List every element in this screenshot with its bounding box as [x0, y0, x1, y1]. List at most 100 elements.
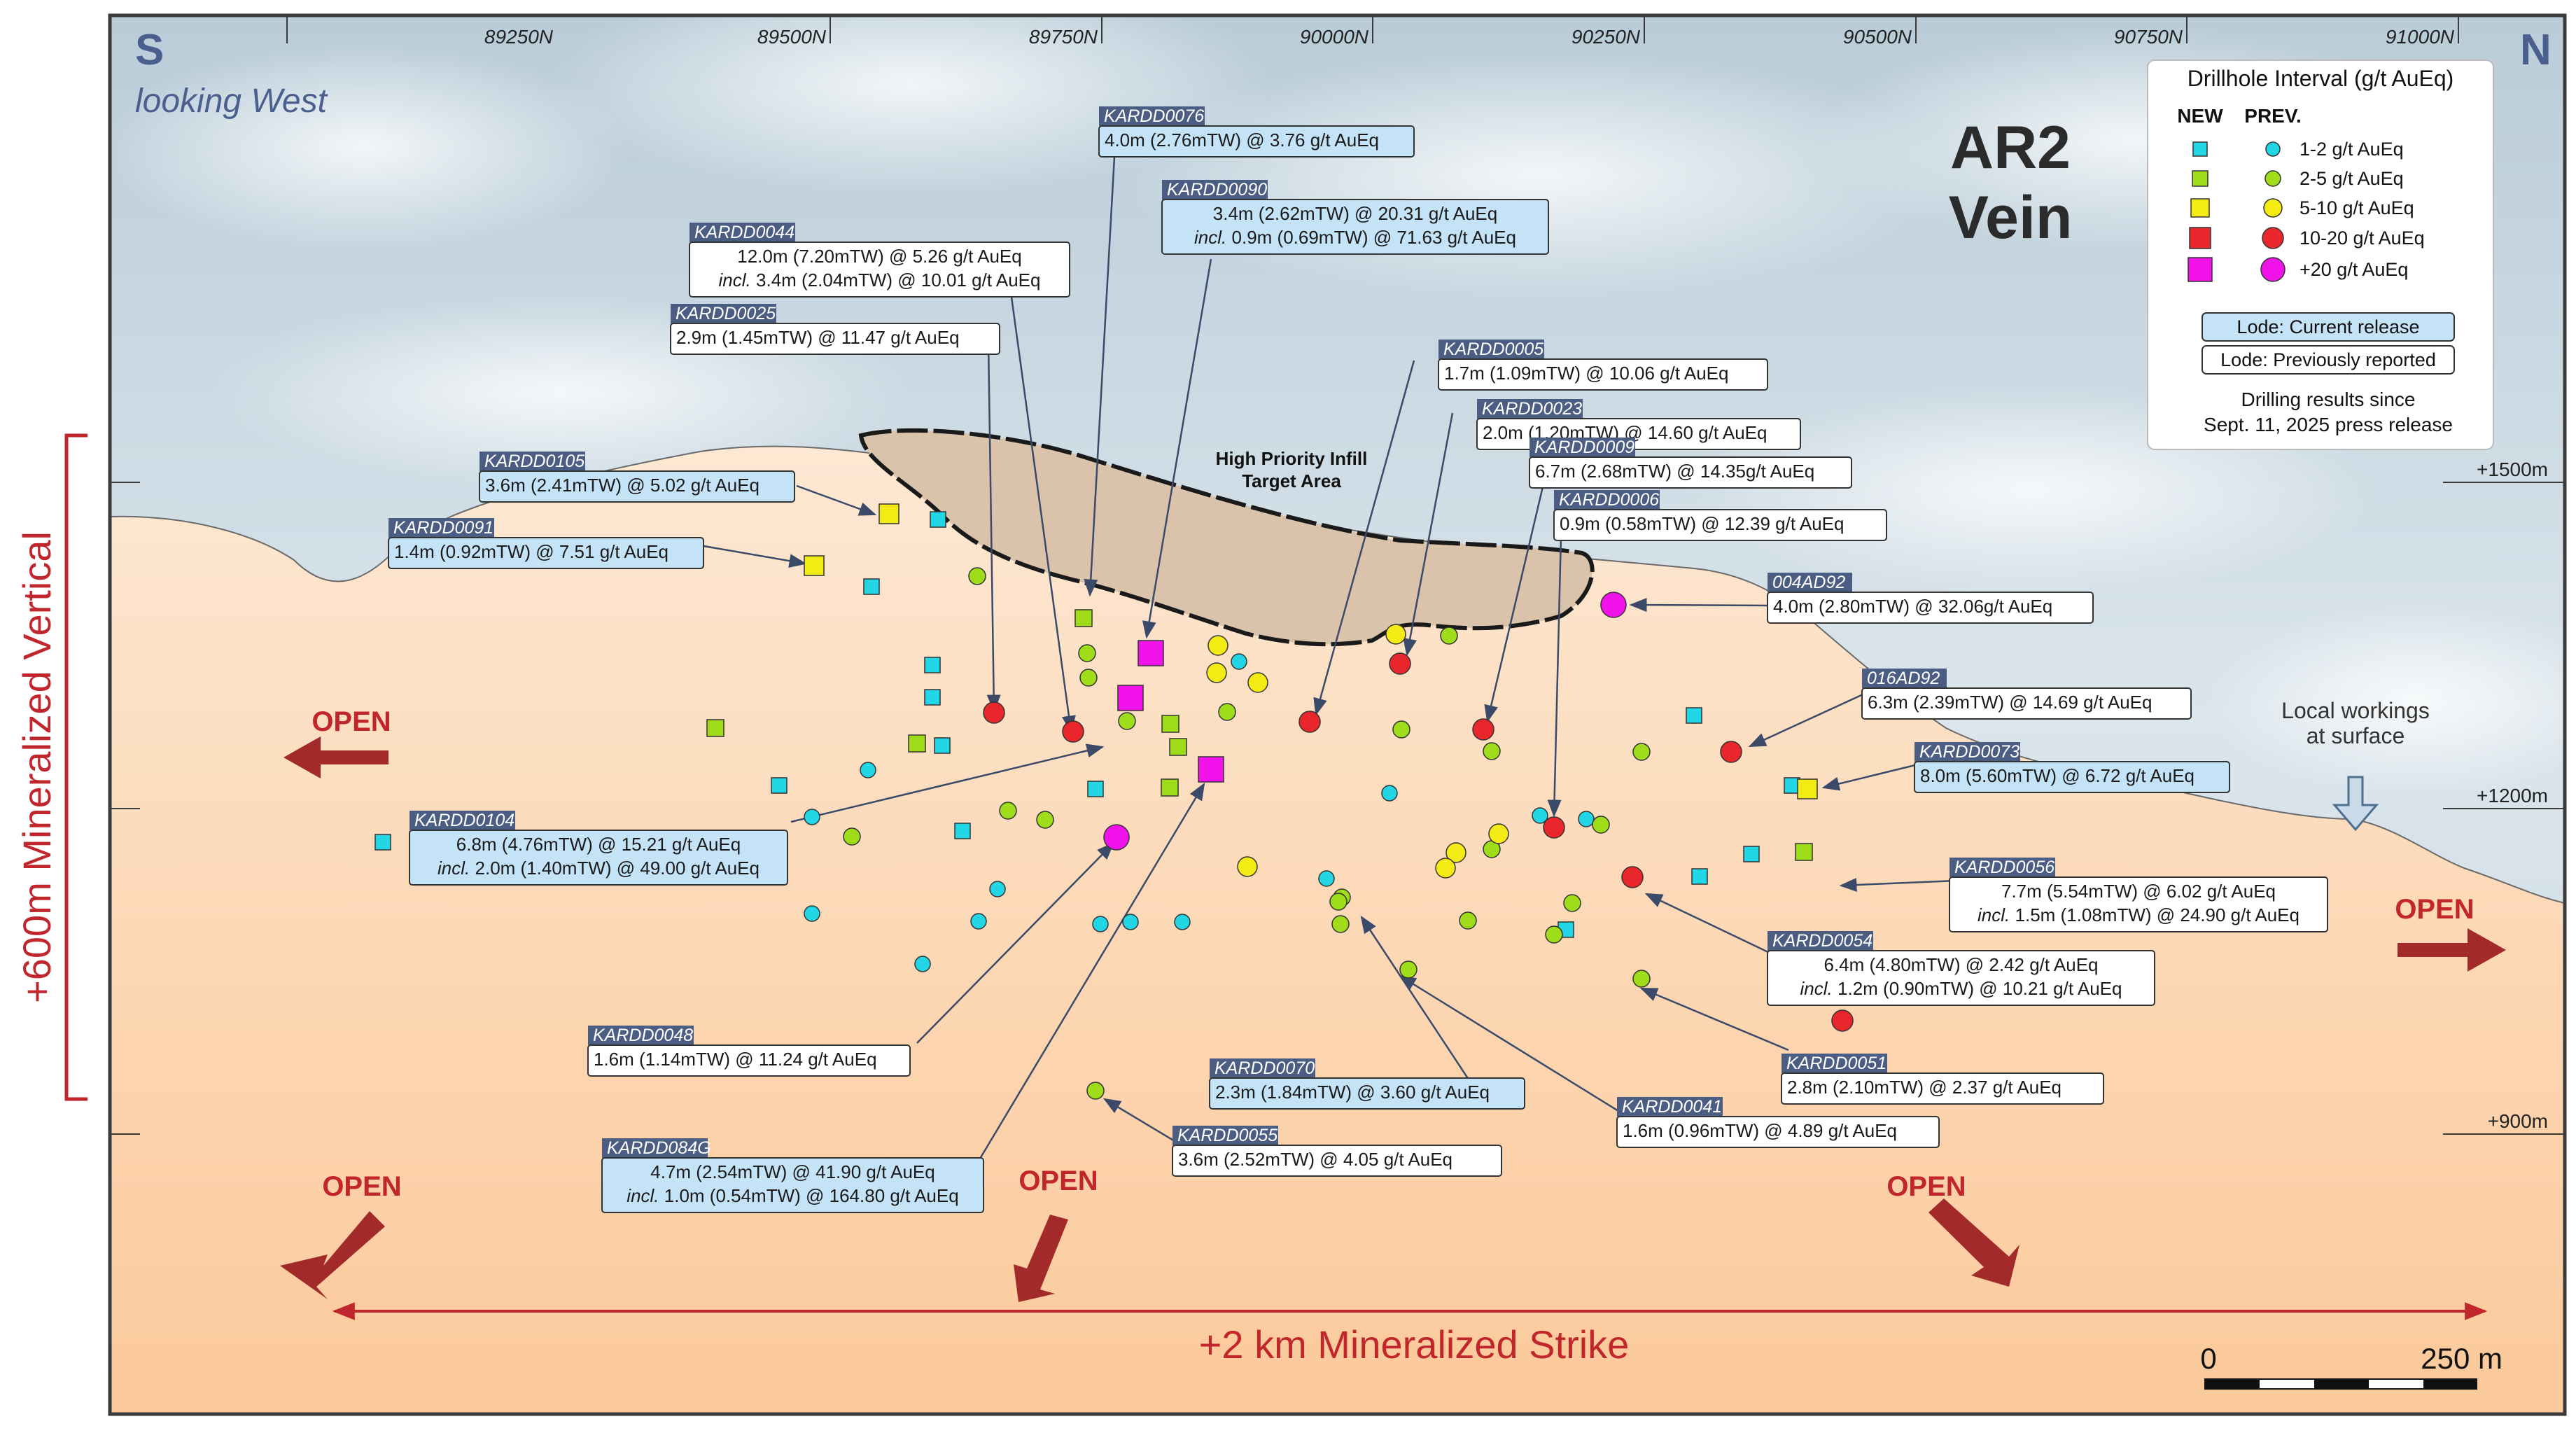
- callout-id-tab: [410, 811, 515, 830]
- sample-prev-g: [1036, 811, 1054, 829]
- callout-id-tab: [690, 223, 795, 242]
- sample-prev-g: [1483, 742, 1501, 760]
- sample-prev-c: [1532, 807, 1548, 824]
- callout-line: 8.0m (5.60mTW) @ 6.72 g/t AuEq: [1920, 765, 2194, 786]
- callout-line: 6.3m (2.39mTW) @ 14.69 g/t AuEq: [1868, 692, 2152, 713]
- sample-prev-g: [1329, 893, 1348, 911]
- legend-new-swatch: [2192, 141, 2208, 157]
- sample-prev-y: [1206, 662, 1227, 683]
- sample-new-y: [804, 555, 825, 576]
- callout-id-tab: [1172, 1126, 1278, 1145]
- callout-line: 0.9m (0.58mTW) @ 12.39 g/t AuEq: [1560, 513, 1844, 534]
- sample-prev-c: [804, 809, 820, 825]
- callout-line: 6.8m (4.76mTW) @ 15.21 g/t AuEq: [456, 834, 741, 855]
- callout-body: [1781, 1072, 2104, 1105]
- callout-id: KARDD0048: [593, 1026, 693, 1045]
- callout-body: [1161, 199, 1549, 255]
- legend: Drillhole Interval (g/t AuEq) NEW PREV. …: [2147, 60, 2494, 450]
- sample-prev-g: [1632, 970, 1651, 988]
- callout-id: KARDD0090: [1167, 180, 1267, 200]
- north-label: N: [2520, 26, 2552, 74]
- legend-prev-swatch: [2264, 170, 2281, 187]
- sample-prev-g: [999, 802, 1017, 820]
- sample-prev-y: [1208, 635, 1228, 656]
- callout-line: 6.4m (4.80mTW) @ 2.42 g/t AuEq: [1824, 954, 2099, 975]
- workings-label-2: at surface: [2306, 723, 2405, 748]
- sample-new-c: [1686, 707, 1702, 724]
- sample-prev-g: [1563, 894, 1581, 912]
- sample-prev-c: [1122, 914, 1139, 930]
- callout-line: incl. 1.0m (0.54mTW) @ 164.80 g/t AuEq: [626, 1185, 958, 1206]
- sample-new-y: [1797, 778, 1818, 799]
- callout-body: [1553, 509, 1887, 541]
- callout-id-tab: [1914, 742, 2020, 762]
- callout-id: KARDD0041: [1622, 1097, 1722, 1117]
- sample-new-c: [1087, 781, 1104, 797]
- legend-new-swatch: [2188, 257, 2213, 282]
- sample-new-g: [1161, 715, 1180, 733]
- callout-body: [1861, 687, 2192, 720]
- northing-label-90500: 90500N: [1843, 26, 1912, 48]
- title-vein: Vein: [1949, 184, 2073, 251]
- sample-prev-g: [1392, 720, 1410, 739]
- callout-id-tab: [1768, 573, 1852, 592]
- callout-id-tab: [1949, 858, 2055, 877]
- sample-prev-g: [968, 567, 986, 585]
- callout-id: KARDD0073: [1919, 742, 2019, 762]
- legend-prev-swatch: [2263, 198, 2283, 218]
- figure-frame: [108, 13, 2567, 1416]
- callout-id-tab: [671, 304, 776, 323]
- callout-body: [601, 1157, 984, 1213]
- callout-id-tab: [1554, 490, 1660, 510]
- sample-prev-c: [860, 762, 876, 778]
- sample-prev-c: [1381, 785, 1398, 802]
- sample-new-g: [1795, 843, 1813, 861]
- legend-col-prev: PREV.: [2244, 105, 2301, 127]
- sample-prev-r: [1543, 816, 1565, 839]
- legend-note-1: Drilling results since: [2241, 389, 2416, 410]
- callout-line: incl. 2.0m (1.40mTW) @ 49.00 g/t AuEq: [438, 858, 760, 879]
- callout-line: 2.9m (1.45mTW) @ 11.47 g/t AuEq: [676, 327, 960, 348]
- scale-bar: [2204, 1378, 2477, 1390]
- callout-line: incl. 1.2m (0.90mTW) @ 10.21 g/t AuEq: [1800, 978, 2122, 999]
- open-arrow-west: [284, 736, 388, 778]
- legend-label: 5-10 g/t AuEq: [2300, 197, 2414, 218]
- callout-id: 004AD92: [1772, 573, 1845, 592]
- open-label-east: OPEN: [2395, 894, 2474, 925]
- leader-lines: [703, 156, 1957, 1159]
- open-arrow-southeast: [1928, 1198, 2019, 1287]
- title-ar2: AR2: [1950, 114, 2071, 181]
- sample-new-m: [1117, 685, 1144, 711]
- callout-id: KARDD0091: [393, 518, 493, 538]
- callout-line: 4.0m (2.76mTW) @ 3.76 g/t AuEq: [1105, 130, 1379, 151]
- sample-new-c: [954, 823, 971, 839]
- callout-line: 2.8m (2.10mTW) @ 2.37 g/t AuEq: [1787, 1077, 2062, 1098]
- sample-prev-c: [1578, 811, 1595, 827]
- sample-prev-c: [1231, 653, 1247, 670]
- sample-prev-y: [1247, 672, 1268, 693]
- sample-new-g: [908, 734, 926, 753]
- vertical-extent-bracket: [64, 433, 88, 1101]
- callout-line: 1.6m (1.14mTW) @ 11.24 g/t AuEq: [594, 1049, 877, 1070]
- sample-prev-r: [1831, 1009, 1854, 1032]
- callout-id-tab: [602, 1138, 708, 1158]
- open-label-south: OPEN: [1018, 1166, 1098, 1196]
- sample-new-c: [771, 777, 788, 794]
- sample-prev-r: [1389, 652, 1411, 675]
- legend-new-swatch: [2192, 170, 2208, 187]
- callout-body: [689, 242, 1070, 298]
- elevation-label-1200: +1200m: [2477, 785, 2548, 806]
- legend-lode-previous: Lode: Previously reported: [2220, 349, 2436, 370]
- sample-prev-r: [1062, 720, 1084, 743]
- northing-ticks: [286, 15, 2459, 43]
- sample-prev-g: [1078, 644, 1096, 662]
- callout-line: 6.7m (2.68mTW) @ 14.35g/t AuEq: [1535, 461, 1814, 482]
- sample-prev-g: [1592, 816, 1610, 834]
